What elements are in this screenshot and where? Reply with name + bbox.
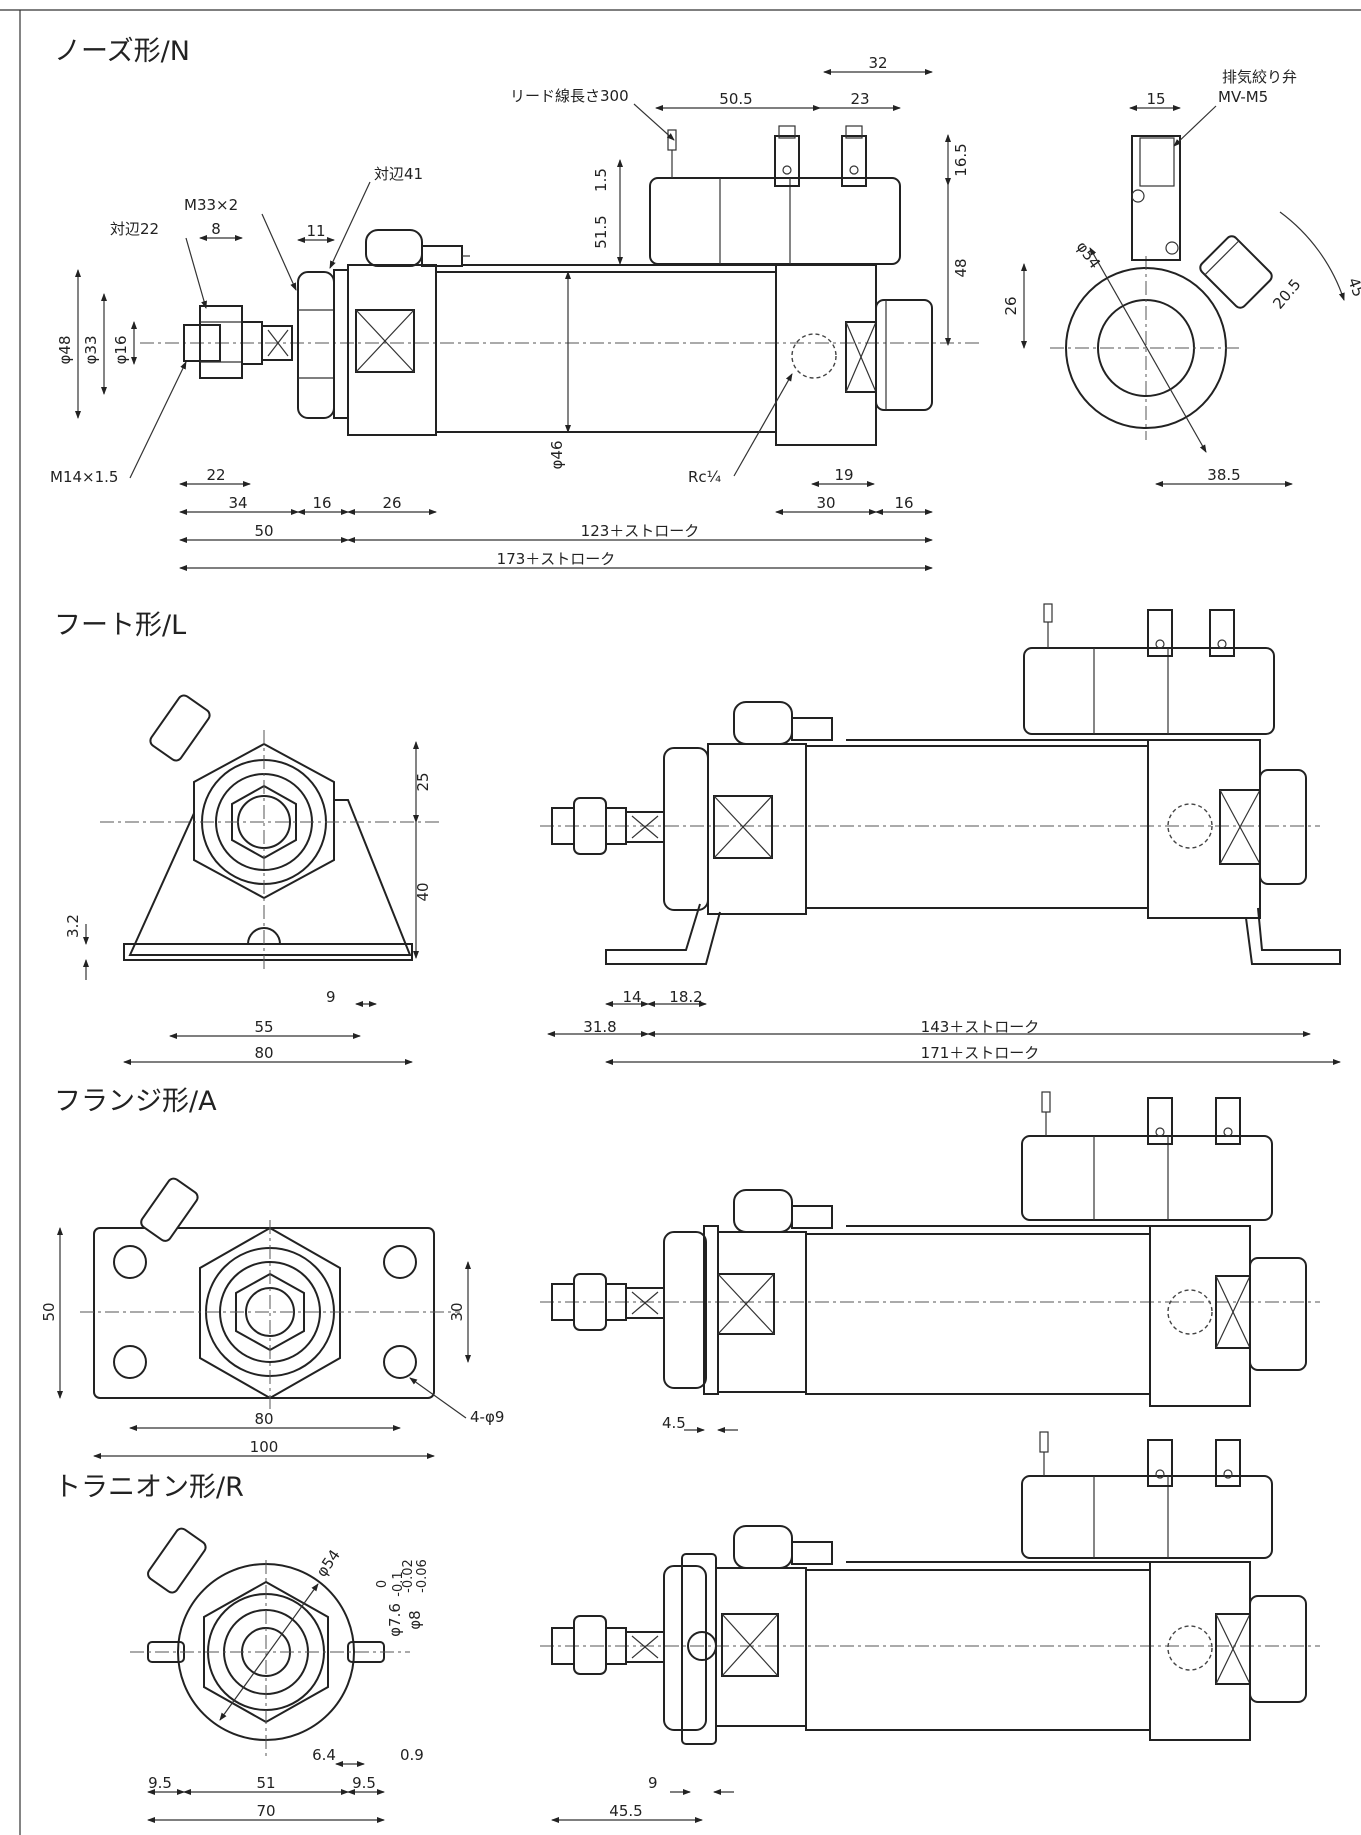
- foot-end-drawing: [100, 694, 440, 970]
- thread-m14-label: M14×1.5: [50, 468, 118, 486]
- dim-123-stroke: 123＋ストローク: [581, 522, 700, 540]
- trunnion-side-dimensions: 9 45.5: [551, 1774, 734, 1823]
- dim-32: 32: [868, 54, 887, 72]
- dim-phi54: φ54: [313, 1546, 344, 1580]
- dim-6-4: 6.4: [312, 1746, 336, 1764]
- dim-4-5: 4.5: [662, 1414, 686, 1432]
- dim-1-5: 1.5: [592, 168, 610, 192]
- flange-view: フランジ形/A 50 30 4-φ9 80: [40, 1086, 1320, 1459]
- dim-51: 51: [256, 1774, 275, 1792]
- dim-26: 26: [382, 494, 401, 512]
- dim-phi33: φ33: [82, 336, 100, 365]
- dim-143-stroke: 143＋ストローク: [921, 1018, 1040, 1036]
- angle-45: 45°: [1344, 275, 1361, 306]
- dim-48-vertical: 48: [952, 258, 970, 277]
- flange-side-dimensions: 4.5: [662, 1414, 738, 1433]
- trunnion-view-title: トラニオン形/R: [54, 1472, 244, 1503]
- lead-wire-label: リード線長さ300: [510, 87, 629, 105]
- dim-phi48: φ48: [56, 336, 74, 365]
- dim-11: 11: [306, 222, 325, 240]
- dim-50: 50: [40, 1302, 58, 1321]
- dim-40: 40: [414, 882, 432, 901]
- dim-8: 8: [211, 220, 221, 238]
- flange-end-dimensions: 50 30 4-φ9 80 100: [40, 1227, 504, 1459]
- nose-side-drawing: [140, 125, 980, 446]
- dim-9-5-right: 9.5: [352, 1774, 376, 1792]
- dim-45-5: 45.5: [609, 1802, 642, 1820]
- dim-23: 23: [850, 90, 869, 108]
- tolerance-phi8: φ8: [406, 1610, 424, 1629]
- dim-25: 25: [414, 772, 432, 791]
- flange-end-drawing: [80, 1177, 460, 1410]
- dim-70: 70: [256, 1802, 275, 1820]
- dim-100: 100: [250, 1438, 279, 1456]
- dim-31-8: 31.8: [583, 1018, 616, 1036]
- across-flats-41-label: 対辺41: [374, 165, 423, 183]
- foot-side-drawing: [540, 603, 1341, 965]
- dim-38-5: 38.5: [1207, 466, 1240, 484]
- across-flats-22-label: 対辺22: [110, 220, 159, 238]
- dim-22: 22: [206, 466, 225, 484]
- dim-171-stroke: 171＋ストローク: [921, 1044, 1040, 1062]
- nose-view-title: ノーズ形/N: [54, 36, 190, 67]
- dim-15: 15: [1146, 90, 1165, 108]
- dim-26-vertical: 26: [1002, 296, 1020, 315]
- port-rc-label: Rc¼: [688, 468, 722, 486]
- tolerance-phi7-6-upper: 0: [375, 1580, 390, 1588]
- dim-9: 9: [648, 1774, 658, 1792]
- dim-80: 80: [254, 1410, 273, 1428]
- dim-phi46: φ46: [548, 441, 566, 470]
- dim-14: 14: [622, 988, 641, 1006]
- dim-50-5: 50.5: [719, 90, 752, 108]
- tolerance-phi8-lower: -0.06: [415, 1559, 430, 1593]
- nose-dimensions: 32 50.5 23 リード線長さ300 1.5 51.5 16.5 48 対辺…: [50, 54, 970, 571]
- foot-side-dimensions: 14 18.2 31.8 143＋ストローク 171＋ストローク: [547, 988, 1341, 1065]
- flange-view-title: フランジ形/A: [54, 1086, 217, 1117]
- dim-20-5: 20.5: [1269, 275, 1304, 312]
- tolerance-phi7-6: φ7.6: [386, 1603, 404, 1637]
- dim-16b: 16: [894, 494, 913, 512]
- dim-34: 34: [228, 494, 247, 512]
- flange-side-drawing: [540, 1091, 1320, 1407]
- thread-m33-label: M33×2: [184, 196, 238, 214]
- nose-view: ノーズ形/N: [50, 36, 1361, 571]
- dim-16a: 16: [312, 494, 331, 512]
- dim-19: 19: [834, 466, 853, 484]
- dim-80: 80: [254, 1044, 273, 1062]
- dim-18-2: 18.2: [669, 988, 702, 1006]
- tolerance-phi7-6-lower: -0.1: [391, 1571, 406, 1596]
- dim-30: 30: [448, 1302, 466, 1321]
- dim-50: 50: [254, 522, 273, 540]
- dim-51-5: 51.5: [592, 215, 610, 248]
- tolerance-phi8-upper: -0.02: [401, 1559, 416, 1593]
- trunnion-side-drawing: [540, 1431, 1320, 1745]
- dim-9: 9: [326, 988, 336, 1006]
- holes-4-phi9: 4-φ9: [470, 1408, 504, 1426]
- exhaust-valve-label: 排気絞り弁: [1222, 68, 1297, 86]
- foot-view-title: フート形/L: [54, 610, 186, 641]
- dim-0-9: 0.9: [400, 1746, 424, 1764]
- dim-9-5-left: 9.5: [148, 1774, 172, 1792]
- dim-173-stroke: 173＋ストローク: [497, 550, 616, 568]
- dim-3-2: 3.2: [64, 914, 82, 938]
- dim-55: 55: [254, 1018, 273, 1036]
- dim-phi54: φ54: [1073, 238, 1104, 272]
- trunnion-view: トラニオン形/R φ54 φ7.6 0 -0.1 φ8 -0.02 -0.06: [54, 1431, 1320, 1823]
- foot-end-dimensions: 25 40 3.2 9 55 80: [64, 741, 432, 1065]
- dim-phi16: φ16: [112, 336, 130, 365]
- dim-16-5: 16.5: [952, 143, 970, 176]
- foot-view: フート形/L 25 40 3.2 9 5: [54, 603, 1341, 1065]
- dim-30: 30: [816, 494, 835, 512]
- exhaust-valve-model: MV-M5: [1218, 88, 1268, 106]
- trunnion-end-drawing: [130, 1527, 410, 1760]
